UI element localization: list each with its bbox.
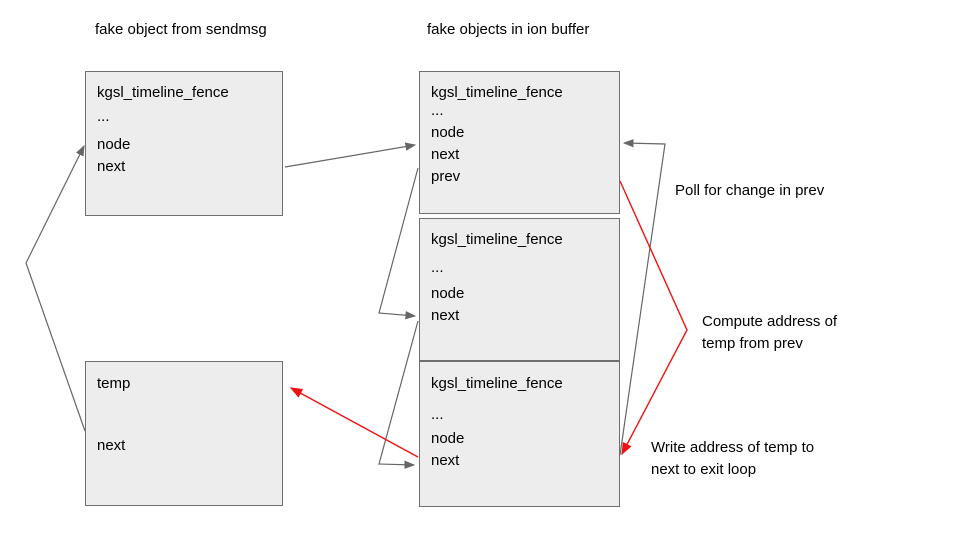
arrow-temp-next-to-sendmsg-object — [25, 144, 86, 432]
struct-title: temp — [97, 375, 131, 392]
annotation-line: temp from prev — [702, 335, 803, 352]
arrow-sendmsg-next-to-ion1 — [284, 142, 417, 168]
struct-box-temp: temp next — [85, 361, 283, 506]
field-prev: prev — [431, 168, 461, 185]
struct-box-ion3: kgsl_timeline_fence ... node next — [419, 361, 620, 507]
struct-title: kgsl_timeline_fence — [97, 84, 229, 101]
annotation-write-address-of-temp: Write address of temp to next to exit lo… — [651, 437, 814, 481]
arrow-red-ion3-next-to-temp — [289, 387, 419, 458]
arrow-ion1-next-to-ion2 — [378, 167, 419, 320]
field-ellipsis: ... — [431, 406, 444, 423]
struct-title: kgsl_timeline_fence — [431, 375, 563, 392]
header-sendmsg-column: fake object from sendmsg — [95, 21, 267, 38]
header-ion-buffer-column: fake objects in ion buffer — [427, 21, 590, 38]
field-next: next — [431, 452, 460, 469]
annotation-line: Compute address of — [702, 313, 838, 330]
struct-box-ion2: kgsl_timeline_fence ... node next — [419, 218, 620, 361]
annotation-compute-address-of-temp: Compute address of temp from prev — [702, 311, 837, 355]
struct-box-ion1: kgsl_timeline_fence ... node next prev — [419, 71, 620, 214]
annotation-poll-for-change-in-prev: Poll for change in prev — [675, 182, 825, 199]
field-ellipsis: ... — [97, 108, 110, 125]
field-node: node — [97, 136, 131, 153]
field-node: node — [431, 124, 465, 141]
annotation-line: next to exit loop — [651, 461, 757, 478]
arrow-red-poll-compute-write-path — [619, 180, 688, 456]
field-next: next — [97, 158, 126, 175]
field-next: next — [97, 437, 126, 454]
arrow-ion2-next-to-ion3 — [378, 320, 419, 469]
struct-title: kgsl_timeline_fence — [431, 231, 563, 248]
field-ellipsis: ... — [431, 259, 444, 276]
field-next: next — [431, 307, 460, 324]
field-node: node — [431, 285, 465, 302]
field-next: next — [431, 146, 460, 163]
field-ellipsis: ... — [431, 102, 444, 119]
struct-title: kgsl_timeline_fence — [431, 84, 563, 101]
struct-box-sendmsg-fake-object: kgsl_timeline_fence ... node next — [85, 71, 283, 216]
field-node: node — [431, 430, 465, 447]
annotation-line: Write address of temp to — [651, 439, 815, 456]
arrow-ion3-next-loop-back-to-ion1 — [619, 139, 666, 456]
